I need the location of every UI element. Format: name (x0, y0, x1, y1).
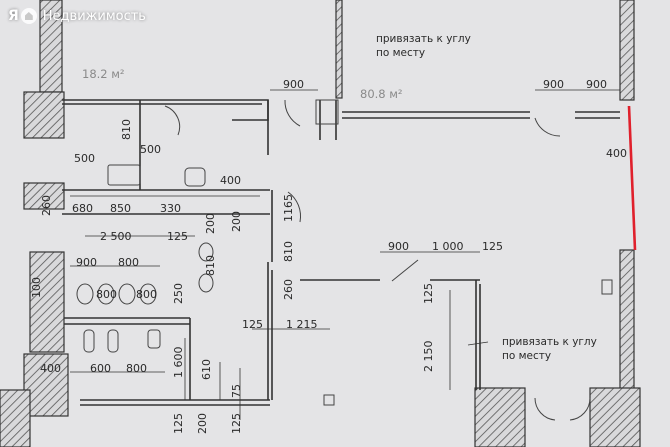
toilet-icon (97, 283, 115, 305)
door-swing (391, 259, 419, 282)
toilet-icon (198, 273, 214, 293)
dim-label: 125 (242, 318, 263, 331)
sanitary-fixtures (76, 99, 613, 406)
dim-label: 125 (167, 230, 188, 243)
dim-label: 1165 (282, 194, 295, 222)
watermark-logo: Я (8, 8, 37, 24)
column-bottom-a (474, 387, 526, 447)
dim-label: 800 (118, 256, 139, 269)
door-swing (287, 191, 301, 223)
wall-right-top (619, 0, 635, 101)
column-bottom-b (589, 387, 641, 447)
toilet-icon (139, 283, 157, 305)
structural-walls (0, 0, 641, 447)
dim-label: 2 150 (422, 341, 435, 373)
dim-label: 200 (196, 413, 209, 434)
dim-label: 600 (90, 362, 111, 375)
watermark-brand: Я (8, 8, 19, 24)
dim-label: 260 (40, 195, 53, 216)
dim-label: 400 (220, 174, 241, 187)
partitions (62, 99, 620, 406)
watermark: Я Недвижимость (8, 8, 146, 24)
dim-label: 330 (160, 202, 181, 215)
dim-label: 900 (543, 78, 564, 91)
dim-label: 900 (586, 78, 607, 91)
room-area-main: 80.8 м² (360, 87, 403, 101)
dim-label: 200 (204, 213, 217, 234)
dimension-labels: 900 900 900 810 500 500 400 400 680 850 … (30, 78, 627, 434)
dim-label: 200 (230, 211, 243, 232)
dim-label: 400 (40, 362, 61, 375)
door-swing (284, 99, 301, 127)
door-swing (164, 105, 181, 136)
dim-label: 500 (140, 143, 161, 156)
note-bottom-line-1: привязать к углу (502, 336, 597, 348)
dim-label: 125 (230, 413, 243, 434)
dim-label: 900 (388, 240, 409, 253)
dim-label: 1 215 (286, 318, 318, 331)
dim-label: 125 (422, 283, 435, 304)
urinal-icon (107, 329, 119, 353)
dimension-lines (70, 89, 620, 420)
door-swing (534, 397, 591, 421)
dim-label: 125 (172, 413, 185, 434)
dim-label: 610 (200, 359, 213, 380)
dim-label: 400 (606, 147, 627, 160)
note-bottom-line-2: по месту (502, 350, 551, 362)
wall-right-lower (619, 249, 635, 391)
red-marker-line (627, 105, 637, 251)
dim-label: 500 (74, 152, 95, 165)
doors (164, 99, 591, 421)
dim-label: 800 (136, 288, 157, 301)
wall-left-lower (29, 251, 65, 353)
house-icon (20, 8, 37, 24)
dim-label: 800 (96, 288, 117, 301)
dim-label: 1 000 (432, 240, 464, 253)
toilet-icon (76, 283, 94, 305)
dim-label: 810 (120, 119, 133, 140)
dim-label: 900 (283, 78, 304, 91)
dim-label: 260 (282, 279, 295, 300)
partition-top (335, 0, 343, 99)
dim-label: 850 (110, 202, 131, 215)
note-top-line-2: по месту (376, 47, 425, 59)
toilet-icon (118, 283, 136, 305)
column-left-bottom (23, 353, 69, 417)
column-small-icon (323, 394, 335, 406)
sink-icon (184, 167, 206, 187)
wall-bottom-left (0, 389, 31, 447)
door-swing (534, 117, 561, 137)
room-area-left: 18.2 м² (82, 67, 125, 81)
dim-label: 680 (72, 202, 93, 215)
toilet-icon (198, 242, 214, 262)
dim-label: 2 500 (100, 230, 132, 243)
watermark-text: Недвижимость (42, 8, 146, 24)
sink-icon (147, 329, 161, 349)
column-left-upper (23, 91, 65, 139)
column-small-icon (315, 99, 339, 125)
dim-label: 900 (76, 256, 97, 269)
note-top-line-1: привязать к углу (376, 33, 471, 45)
dim-label: 810 (282, 241, 295, 262)
dim-label: 1 600 (172, 347, 185, 379)
urinal-icon (83, 329, 95, 353)
outlet-icon (601, 279, 613, 295)
dim-label: 800 (126, 362, 147, 375)
dim-label: 75 (230, 384, 243, 398)
dim-label: 100 (30, 277, 43, 298)
sink-icon (107, 164, 141, 186)
column-left-mid (23, 182, 65, 210)
dim-label: 125 (482, 240, 503, 253)
dim-label: 250 (172, 283, 185, 304)
dim-label: 810 (204, 255, 217, 276)
